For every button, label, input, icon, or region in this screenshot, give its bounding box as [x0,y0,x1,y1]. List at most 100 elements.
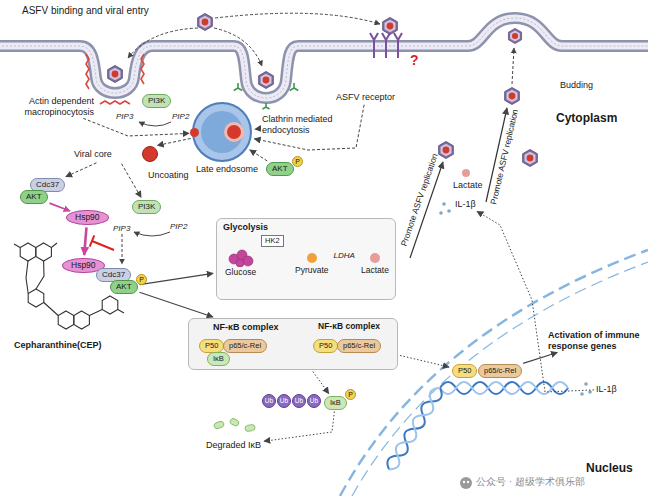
connector-arrow [66,163,97,177]
arrow-label: Promote ASFV replication [489,108,520,205]
region-label: Cytoplasm [556,112,617,126]
hsp90-ellipse: Hsp90 [66,210,109,225]
p65-oval: p65/c-Rel [223,339,267,353]
cytokine-label: IL-1β [596,384,617,395]
cepharanthine-molecule [36,243,52,261]
node-text: Cdc37 [102,270,125,279]
dna-helix [384,385,445,473]
node-text: Ub [265,397,273,404]
node-text: IκB [330,398,341,407]
viral-core: Viral core [74,146,158,162]
nuclear-envelope [352,262,648,496]
metabolite: Glucose [225,249,256,277]
node-text: Ub [295,397,303,404]
metabolite-dot [370,253,380,263]
node-text: ASFV receptor [336,92,395,102]
process-label: Clathrin mediated endocytosis [262,114,344,136]
process-label: Budding [560,80,593,90]
ubiquitin-circle: Ub [307,394,321,408]
connector-arrow [477,211,594,392]
pip-conversion-arrow [139,122,171,126]
node-text: Activation of immune response genes [548,330,640,351]
node-text: PI3K [148,96,165,105]
pip-conversion-arrow [122,122,171,264]
dna-helix [440,382,568,394]
cell-membrane [0,18,648,98]
connector-arrow [139,292,213,317]
node-text: Hsp90 [71,260,96,270]
asfv-virion [198,13,213,30]
node-text: Lactate [361,265,389,275]
connector-arrow [140,273,213,284]
cytokine-dots [439,202,592,396]
cytokine-dots [580,392,584,396]
metabolite-label: Lactate [453,180,483,190]
asfv-virion [383,17,398,34]
ubiquitin-circle: Ub [277,394,291,408]
dna-helix [440,382,568,394]
node-text: IL-1β [455,199,476,209]
phospho-dot: P [292,156,303,167]
watermark-icon [467,481,469,483]
cytokine-dots [447,209,451,213]
connector-arrow [313,372,329,394]
node-text: Viral core [74,149,112,160]
asfv-virion [108,65,123,82]
akt-pill: AKT [20,190,48,204]
node-text: Hsp90 [75,212,100,222]
pi3k-pill: PI3K [142,94,171,108]
phospho-dot: P [136,274,147,285]
enzyme-box: HK2 [261,235,284,247]
process-label: Actin dependent macropinocytosis [14,96,94,118]
dna-helix [440,382,568,394]
uncoating-core [190,128,199,137]
p50-oval: P50 [452,364,477,378]
node-text: Late endosome [196,164,258,175]
asfv-virion [108,13,538,166]
connector-arrow [122,164,142,198]
arrow-label: Promote ASFV replication [400,152,441,247]
node-text: AKT [26,192,42,201]
lactate-molecule [462,169,470,177]
connector-arrow [84,227,86,255]
complex-label: NF-κB complex [318,322,380,332]
metabolite: Pyruvate [295,253,329,275]
watermark: 公众号 · 超级学术俱乐部 [476,476,585,488]
glucose-icon [228,249,254,267]
akt-pill: AKTP [266,162,294,176]
node-text: Pyruvate [295,265,329,275]
connector-arrow [264,411,334,441]
clathrin-triskelion [263,103,270,109]
receptor-label: ASFV receptor [336,92,395,103]
cytokine-dots [439,211,443,215]
cytokine-label: IL-1β [455,199,476,210]
cytokine-dots [588,390,592,394]
p50-oval: P50 [199,339,224,353]
cepharanthine-molecule [14,243,124,329]
cepharanthine-molecule [74,311,90,329]
inhibition-bar [90,235,95,246]
node-text: Clathrin mediated endocytosis [262,114,333,135]
node-text: P [348,391,353,398]
entry-arrow [215,13,380,24]
actin-filament [86,54,144,104]
ikb-pill: IκB [207,352,230,366]
asfv-virion [508,28,521,43]
cytokine-dots [584,382,588,386]
lipid-label: PIP2 [172,112,189,121]
watermark-icon [460,477,472,489]
cell-membrane [0,18,648,98]
node-text: Actin dependent macropinocytosis [24,96,94,117]
lipid-label: PIP2 [170,222,187,231]
p65-oval: p65/c-Rel [337,339,381,353]
connector-arrow [49,203,70,211]
connector-arrow [254,105,364,150]
cepharanthine-molecule [58,311,74,329]
dna-helix [384,385,445,473]
node-text: p65/c-Rel [229,341,261,350]
watermark-icon [463,481,465,483]
node-text: Glycolysis [217,219,395,233]
